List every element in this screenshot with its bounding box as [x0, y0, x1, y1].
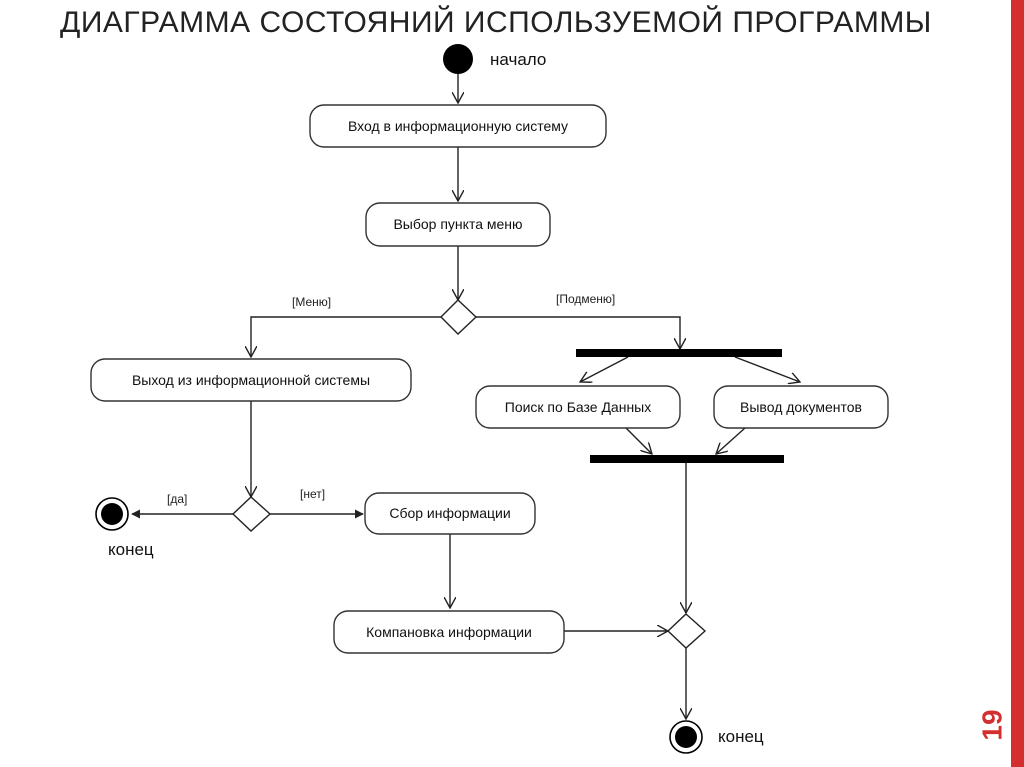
accent-side-bar — [1011, 0, 1024, 767]
guard-yes: [да] — [167, 492, 187, 506]
activity-logout-label: Выход из информационной системы — [132, 372, 370, 388]
end-left-label: конец — [108, 540, 154, 559]
transition-fork-doc-output — [734, 356, 800, 382]
activity-logout: Выход из информационной системы — [90, 358, 412, 402]
guard-menu: [Меню] — [292, 295, 331, 309]
decision-menu — [440, 299, 478, 335]
activity-login-label: Вход в информационную систему — [348, 118, 568, 134]
activity-db-search: Поиск по Базе Данных — [475, 385, 681, 429]
activity-collect-label: Сбор информации — [389, 505, 510, 521]
activity-login: Вход в информационную систему — [309, 104, 607, 148]
transition-doc-output-join — [716, 427, 746, 454]
page-number: 19 — [977, 690, 1008, 760]
transitions — [131, 74, 800, 719]
activity-menu-select: Выбор пункта меню — [365, 202, 551, 247]
decision-exit — [231, 496, 272, 532]
activity-collect: Сбор информации — [364, 492, 536, 535]
activity-doc-output-label: Вывод документов — [740, 399, 862, 415]
guard-no: [нет] — [300, 487, 325, 501]
start-node — [443, 44, 473, 74]
end-bottom-label: конец — [718, 727, 764, 746]
transition-fork-db-search — [580, 356, 629, 382]
end-node-bottom — [669, 720, 703, 754]
end-node-left — [95, 497, 129, 531]
guard-submenu: [Подменю] — [556, 292, 615, 306]
page-title: ДИАГРАММА СОСТОЯНИЙ ИСПОЛЬЗУЕМОЙ ПРОГРАМ… — [60, 6, 932, 39]
transition-db-search-join — [625, 427, 652, 454]
decision-merge — [666, 613, 707, 649]
join-bar — [590, 455, 784, 463]
activity-db-search-label: Поиск по Базе Данных — [505, 399, 652, 415]
activity-compose-label: Компановка информации — [366, 624, 532, 640]
transition-decision-logout — [251, 316, 441, 357]
transition-decision-fork — [476, 316, 680, 349]
page-number-text: 19 — [977, 709, 1008, 741]
activity-compose: Компановка информации — [333, 610, 565, 654]
fork-bar — [576, 349, 782, 357]
activity-doc-output: Вывод документов — [713, 385, 889, 429]
activity-menu-select-label: Выбор пункта меню — [393, 216, 522, 232]
start-label: начало — [490, 50, 546, 69]
